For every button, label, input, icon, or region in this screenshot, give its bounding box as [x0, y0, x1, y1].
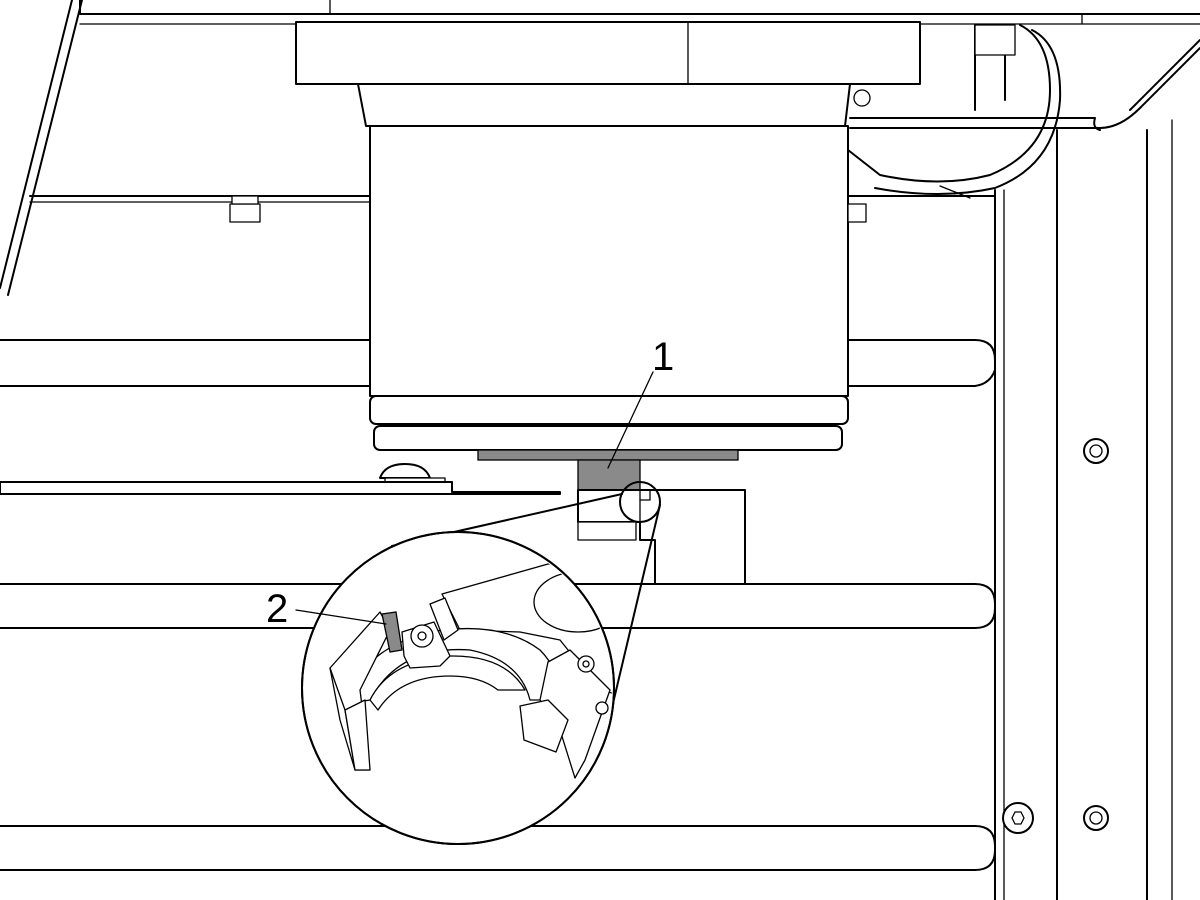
spindle-head [229, 21, 921, 491]
key-highlight [381, 611, 403, 653]
detail-magnifier [301, 493, 661, 845]
callout-1: 1 [607, 335, 674, 469]
coolant-hose [847, 24, 1200, 199]
callout-2: 2 [266, 587, 387, 631]
callout-label-2: 2 [266, 587, 288, 631]
callout-label-1: 1 [652, 335, 674, 379]
leader-line-1 [607, 371, 654, 469]
tool-holder-fork [0, 463, 746, 585]
leader-line-2 [295, 609, 387, 625]
